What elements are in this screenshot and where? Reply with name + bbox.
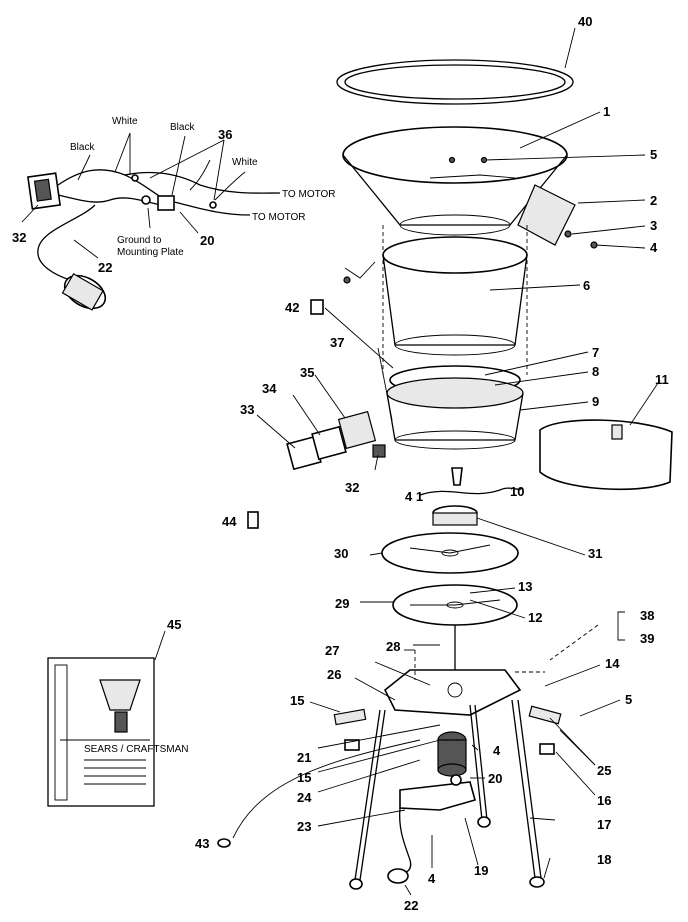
callout-15b: 25 — [597, 763, 611, 778]
callout-15a: 15 — [290, 693, 304, 708]
callout-29: 29 — [335, 596, 349, 611]
callout-21: 21 — [297, 750, 311, 765]
callout-10: 10 — [510, 484, 524, 499]
manual-brand: SEARS / CRAFTSMAN — [84, 744, 188, 755]
callout-39: 39 — [640, 631, 654, 646]
callout-5b: 5 — [625, 692, 632, 707]
callout-44: 44 — [222, 514, 237, 529]
switch-part — [27, 172, 61, 210]
wire-label-black-left: Black — [70, 142, 95, 153]
callout-40: 40 — [578, 14, 592, 29]
callout-4c: 4 — [428, 871, 436, 886]
callout-3: 3 — [650, 218, 657, 233]
callout-41: 4 1 — [405, 489, 423, 504]
callout-27: 27 — [325, 643, 339, 658]
callout-9: 9 — [592, 394, 599, 409]
callout-24: 24 — [297, 790, 312, 805]
callout-31: 31 — [588, 546, 602, 561]
lower-disc-part — [392, 584, 518, 626]
callout-28: 28 — [386, 639, 400, 654]
wire-label-to-motor-1: TO MOTOR — [282, 189, 336, 200]
hopper-part — [342, 126, 576, 246]
exploded-assembly — [217, 27, 673, 896]
ground-label-line2: Mounting Plate — [117, 247, 184, 258]
callout-26: 26 — [327, 667, 341, 682]
bowl-part — [382, 236, 528, 356]
callout-11: 11 — [655, 372, 669, 387]
wire-label-to-motor-2: TO MOTOR — [252, 212, 306, 223]
callout-1: 1 — [603, 104, 610, 119]
callout-32a: 32 — [12, 230, 26, 245]
callout-7: 7 — [592, 345, 599, 360]
callout-4b: 4 — [493, 743, 501, 758]
callout-17: 17 — [597, 817, 611, 832]
callout-6: 6 — [583, 278, 590, 293]
callout-16: 16 — [597, 793, 611, 808]
base-housing-part — [386, 365, 524, 450]
callout-4: 4 — [650, 240, 658, 255]
callout-8: 8 — [592, 364, 599, 379]
callout-20a: 20 — [200, 233, 214, 248]
callout-14: 14 — [605, 656, 620, 671]
callout-37: 37 — [330, 335, 344, 350]
callout-35: 35 — [300, 365, 314, 380]
callout-45: 45 — [167, 617, 181, 632]
callout-19: 19 — [474, 863, 488, 878]
owners-manual: SEARS / CRAFTSMAN — [47, 630, 188, 807]
callout-34: 34 — [262, 381, 277, 396]
blade-disc-part — [381, 532, 519, 574]
callout-43: 43 — [195, 836, 209, 851]
callout-36: 36 — [218, 127, 232, 142]
wire-label-white-top: White — [112, 116, 138, 127]
callout-22b: 22 — [404, 898, 418, 913]
motor-part — [437, 731, 467, 777]
callout-32: 32 — [345, 480, 359, 495]
wire-label-white-right: White — [232, 157, 258, 168]
callout-22a: 22 — [98, 260, 112, 275]
callout-42: 42 — [285, 300, 299, 315]
callout-23: 23 — [297, 819, 311, 834]
callout-33: 33 — [240, 402, 254, 417]
connector-part — [131, 174, 217, 211]
callout-2: 2 — [650, 193, 657, 208]
switch-assembly-part — [286, 410, 386, 471]
callout-5: 5 — [650, 147, 657, 162]
wiring-detail: White Black Black White TO MOTOR TO MOTO… — [21, 116, 336, 311]
callout-18: 18 — [597, 852, 611, 867]
callouts: 40 1 5 2 3 4 6 42 37 7 8 35 34 9 11 33 3… — [12, 14, 669, 913]
callout-25: 15 — [297, 770, 311, 785]
callout-20b: 20 — [488, 771, 502, 786]
callout-38: 38 — [640, 608, 654, 623]
ground-label-line1: Ground to — [117, 235, 162, 246]
lower-bracket-part — [399, 774, 476, 811]
wire-label-black-right: Black — [170, 122, 195, 133]
plug-part — [61, 273, 107, 311]
band-part — [539, 419, 673, 491]
bracket-part — [310, 299, 324, 315]
callout-30: 30 — [334, 546, 348, 561]
callout-12: 12 — [528, 610, 542, 625]
callout-13: 13 — [518, 579, 532, 594]
mounting-plate-part — [383, 669, 522, 716]
legs-part — [349, 699, 545, 890]
gasket-ring-part — [336, 59, 574, 105]
small-part — [247, 511, 259, 529]
